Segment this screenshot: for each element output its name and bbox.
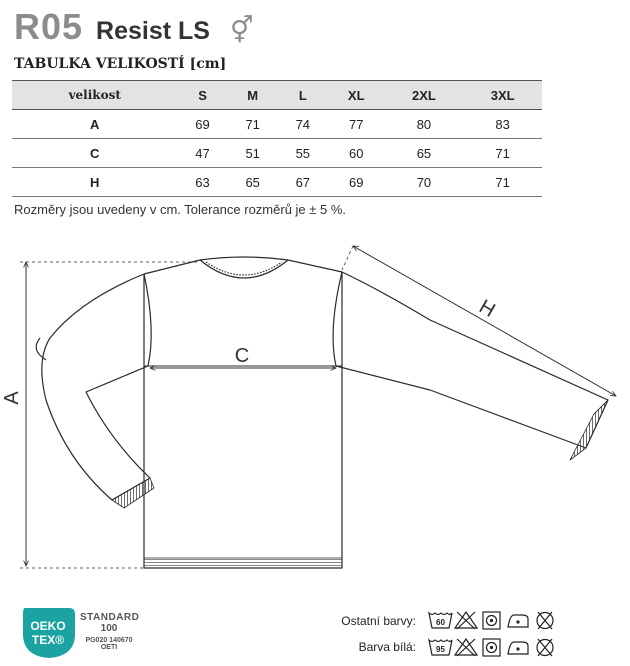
wash-tub-icon: 60 [428,611,453,629]
table-cell: 71 [463,138,542,168]
certificate-institute: OETI [100,644,118,651]
table-cell: 70 [384,167,464,197]
header-cell: M [227,80,278,110]
table-cell: H [12,167,178,197]
care-icons-white: 95 [428,637,554,657]
no-dry-clean-icon [536,638,554,657]
care-label-colored: Ostatní barvy: [341,614,416,628]
oeko-line2: TEX® [32,633,64,647]
care-icons-colored: 60 [428,610,554,630]
table-cell: 67 [277,167,328,197]
no-bleach-icon [453,637,479,657]
certificate-code: PG020 140670 [85,637,133,644]
header-cell: S [177,80,228,110]
size-table-header-row: velikost S M L XL 2XL 3XL [12,80,542,110]
tumble-dry-icon [482,611,501,630]
label-a: A [1,391,23,405]
header-cell: 2XL [384,80,464,110]
table-cell: 69 [327,167,385,197]
right-sleeve [335,271,609,449]
table-row: A 69 71 74 77 80 83 [12,109,542,139]
table-cell: 60 [327,138,385,168]
table-row: H 63 65 67 69 70 71 [12,167,542,197]
table-cell: 51 [227,138,278,168]
no-bleach-icon [453,610,479,630]
table-cell: C [12,138,178,168]
tolerance-note: Rozměry jsou uvedeny v cm. Tolerance roz… [14,202,347,217]
standard-number: 100 [100,623,118,634]
standard-label: STANDARD [80,612,140,623]
unisex-icon: ⚥ [229,15,254,45]
tumble-dry-icon [482,638,501,657]
no-dry-clean-icon [536,611,554,630]
product-code: R05 [14,6,84,47]
header-cell: 3XL [463,80,542,110]
table-cell: 47 [177,138,228,168]
iron-icon [507,614,529,628]
collar [199,259,289,279]
product-name: Resist LS [96,17,210,45]
wash-temp-colored: 60 [436,618,445,627]
size-table: velikost S M L XL 2XL 3XL A 69 71 74 77 … [12,80,542,197]
table-cell: 63 [177,167,228,197]
left-cuff [111,477,155,509]
size-table-title: TABULKA VELIKOSTÍ [cm] [14,56,227,72]
oeko-tex-logo: OEKO TEX® [23,608,75,658]
right-cuff [569,399,609,461]
table-row: C 47 51 55 60 65 71 [12,138,542,168]
table-cell: 71 [227,109,278,139]
table-cell: 77 [327,109,385,139]
table-cell: 65 [227,167,278,197]
table-cell: 74 [277,109,328,139]
table-cell: 55 [277,138,328,168]
care-label-white: Barva bílá: [358,640,416,654]
left-sleeve [41,273,151,501]
header-cell: velikost [12,80,178,110]
shirt-diagram: A C H [1,0,630,569]
table-cell: 69 [177,109,228,139]
label-c: C [235,345,249,367]
table-cell: 83 [463,109,542,139]
wash-temp-white: 95 [436,645,445,654]
header-cell: XL [327,80,385,110]
table-cell: 65 [384,138,464,168]
shirt-body [143,259,343,569]
table-cell: A [12,109,178,139]
wash-tub-icon: 95 [428,638,453,656]
iron-icon [507,641,529,655]
table-cell: 71 [463,167,542,197]
oeko-line1: OEKO [30,619,65,633]
header-cell: L [277,80,328,110]
oeko-standard: STANDARD 100 PG020 140670 OETI [80,612,140,651]
table-cell: 80 [384,109,464,139]
product-header: R05 Resist LS ⚥ [14,6,254,47]
